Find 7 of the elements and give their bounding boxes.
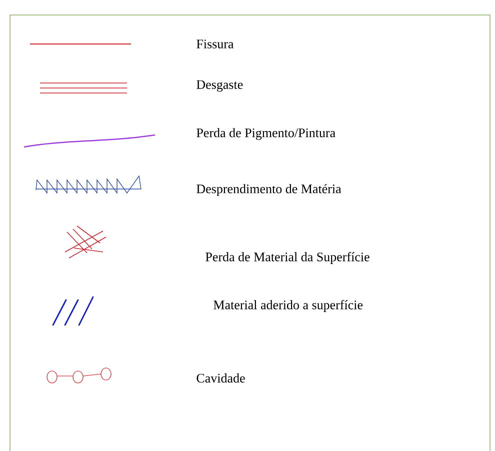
legend-label: Perda de Pigmento/Pintura xyxy=(196,128,336,140)
legend-label: Cavidade xyxy=(196,373,245,383)
legend-label: Material aderido a superfície xyxy=(214,300,363,312)
legend-label: Fissura xyxy=(196,40,234,48)
legend-label: Desgaste xyxy=(196,80,243,92)
legend-label: Perda de Material da Superfície xyxy=(206,252,370,264)
legend-label: Desprendimento de Matéria xyxy=(196,184,342,196)
